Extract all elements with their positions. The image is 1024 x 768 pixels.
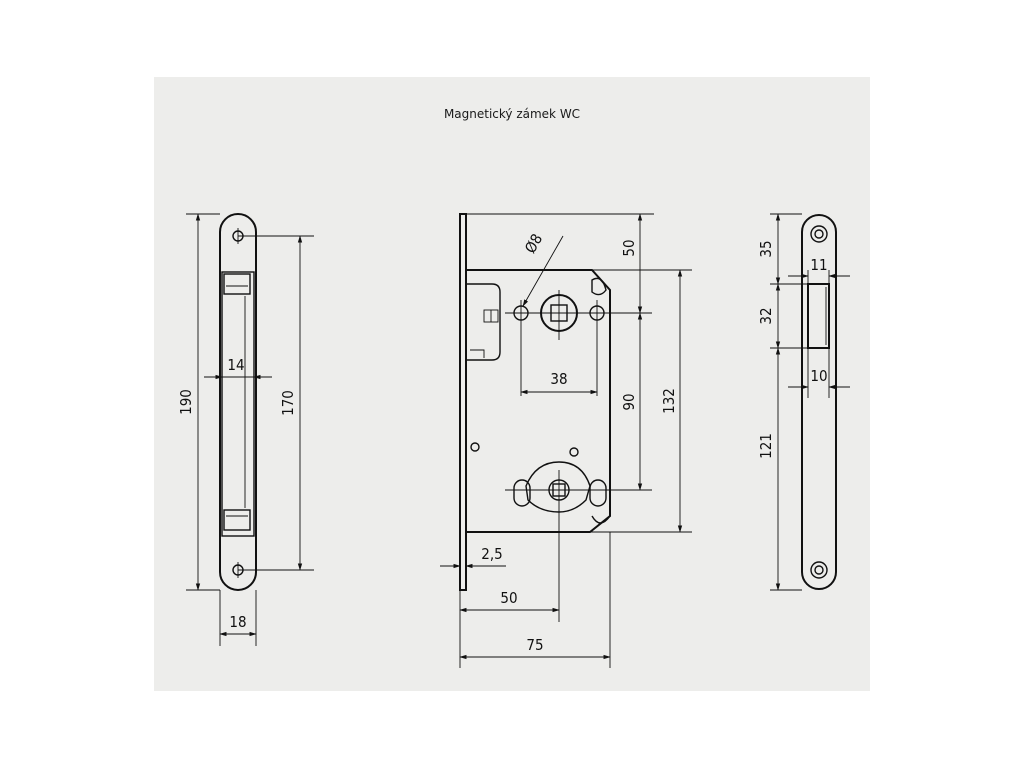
dim-50-backset: 50 (500, 589, 517, 607)
front-plate-outline (219, 213, 257, 591)
bottom-right-cam (591, 515, 611, 524)
dim-diameter-8: Ø8 (521, 231, 546, 257)
front-plate-slot (221, 271, 255, 537)
latch-block (467, 283, 501, 361)
latch-opening-top (223, 273, 251, 295)
wc-slot-left (513, 479, 531, 507)
wc-cam (525, 461, 591, 513)
dim-38: 38 (550, 370, 567, 388)
small-hole-right (569, 447, 579, 457)
strike-opening (807, 283, 830, 349)
dim-2-5: 2,5 (481, 545, 502, 563)
lock-body-view: Ø8 50 90 132 38 2,5 (440, 213, 692, 668)
dim-35: 35 (757, 240, 775, 257)
dim-18: 18 (229, 613, 246, 631)
dim-11: 11 (810, 256, 827, 274)
front-plate-view: 190 170 14 18 (177, 213, 314, 646)
dim-32: 32 (757, 307, 775, 324)
dim-90: 90 (620, 393, 638, 410)
strike-hole-top (810, 225, 828, 243)
small-hole-left (470, 442, 480, 452)
dim-190: 190 (177, 389, 195, 415)
dim-75: 75 (526, 636, 543, 654)
drawing-title: Magnetický zámek WC (443, 107, 581, 121)
top-right-cam (591, 277, 607, 296)
dim-170: 170 (279, 390, 297, 416)
drawing-panel (154, 77, 870, 691)
dim-14: 14 (227, 356, 244, 374)
dim-10: 10 (810, 367, 827, 385)
strike-plate-outline (801, 214, 837, 590)
strike-plate-view: 35 32 121 11 10 (757, 213, 850, 591)
wc-slot-right (589, 479, 607, 507)
strike-hole-bottom (810, 561, 828, 579)
dim-50-top: 50 (620, 239, 638, 256)
dim-121: 121 (757, 433, 775, 459)
dim-132: 132 (660, 388, 678, 414)
latch-opening-bottom (223, 509, 251, 531)
